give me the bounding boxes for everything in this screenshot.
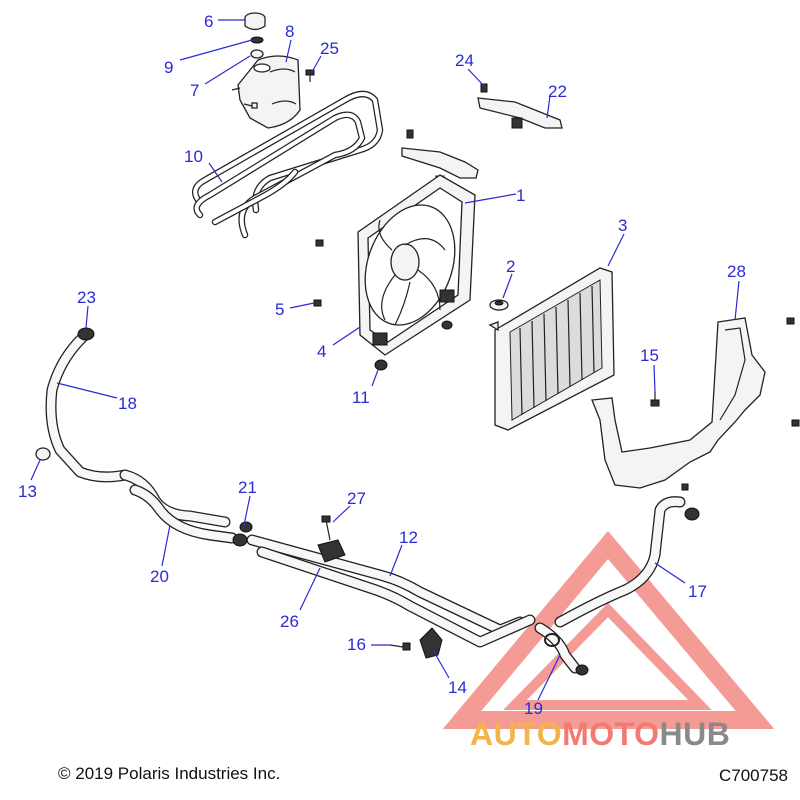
callout-20: 20: [150, 567, 169, 586]
coolant-reservoir: [231, 55, 301, 129]
callout-22: 22: [548, 82, 567, 101]
hose-clamp-21: [232, 533, 248, 547]
callout-18: 18: [118, 394, 137, 413]
coolant-hose-18: [45, 327, 131, 483]
callout-23: 23: [77, 288, 96, 307]
watermark-auto: AUTO: [470, 716, 563, 752]
reservoir-cap: [244, 12, 266, 31]
callout-2: 2: [506, 257, 515, 276]
callout-17: 17: [688, 582, 707, 601]
vent-hose-assembly: [191, 90, 384, 239]
callout-14: 14: [448, 678, 467, 697]
callout-7: 7: [190, 81, 199, 100]
radiator-fan-assembly: [357, 174, 476, 356]
grommet-11: [374, 359, 388, 371]
o-ring: [250, 36, 264, 44]
hose-clamp-13: [35, 447, 51, 461]
callout-24: 24: [455, 51, 474, 70]
tube-clip-14: [419, 627, 443, 659]
callout-27: 27: [347, 489, 366, 508]
callout-25: 25: [320, 39, 339, 58]
radiator-shroud: [591, 317, 800, 489]
hose-clamp-21b: [239, 521, 253, 533]
callout-21: 21: [238, 478, 257, 497]
callout-3: 3: [618, 216, 627, 235]
small-bolt: [243, 102, 258, 109]
watermark-logo: AUTOMOTOHUB: [470, 716, 730, 753]
callout-labels: 1 2 3 4 5 6 7 8 9 10 11 12 13 14 15 16 1…: [18, 12, 746, 718]
coolant-hose-20: [119, 469, 238, 544]
screw-5: [313, 299, 322, 307]
coolant-hose-19: [534, 622, 589, 676]
watermark-hub: HUB: [659, 716, 731, 752]
callout-12: 12: [399, 528, 418, 547]
callout-6: 6: [204, 12, 213, 31]
callout-5: 5: [275, 300, 284, 319]
watermark-moto: MOTO: [562, 716, 660, 752]
callout-9: 9: [164, 58, 173, 77]
screw-15: [650, 392, 660, 407]
bolt-16: [389, 642, 411, 651]
radiator-cap: [489, 299, 509, 311]
coolant-tube-12: [246, 534, 526, 636]
gasket: [250, 49, 264, 59]
grommet-lower: [441, 320, 453, 330]
callout-1: 1: [516, 186, 525, 205]
figure-code: C700758: [718, 766, 788, 785]
mounting-bracket-22: [477, 83, 563, 129]
callout-19: 19: [524, 699, 543, 718]
copyright-notice: © 2019 Polaris Industries Inc.: [58, 764, 281, 783]
callout-8: 8: [285, 22, 294, 41]
bolt-25: [305, 69, 315, 82]
leader-lines: [30, 19, 740, 701]
callout-4: 4: [317, 342, 326, 361]
callout-13: 13: [18, 482, 37, 501]
callout-10: 10: [184, 147, 203, 166]
tube-mount-27: [317, 515, 346, 563]
callout-16: 16: [347, 635, 366, 654]
coolant-tube-26: [256, 546, 536, 648]
callout-11: 11: [352, 388, 370, 407]
callout-26: 26: [280, 612, 299, 631]
callout-28: 28: [727, 262, 746, 281]
callout-15: 15: [640, 346, 659, 365]
screw-upper: [315, 239, 324, 247]
coolant-hose-17: [554, 483, 700, 628]
radiator: [488, 267, 615, 431]
